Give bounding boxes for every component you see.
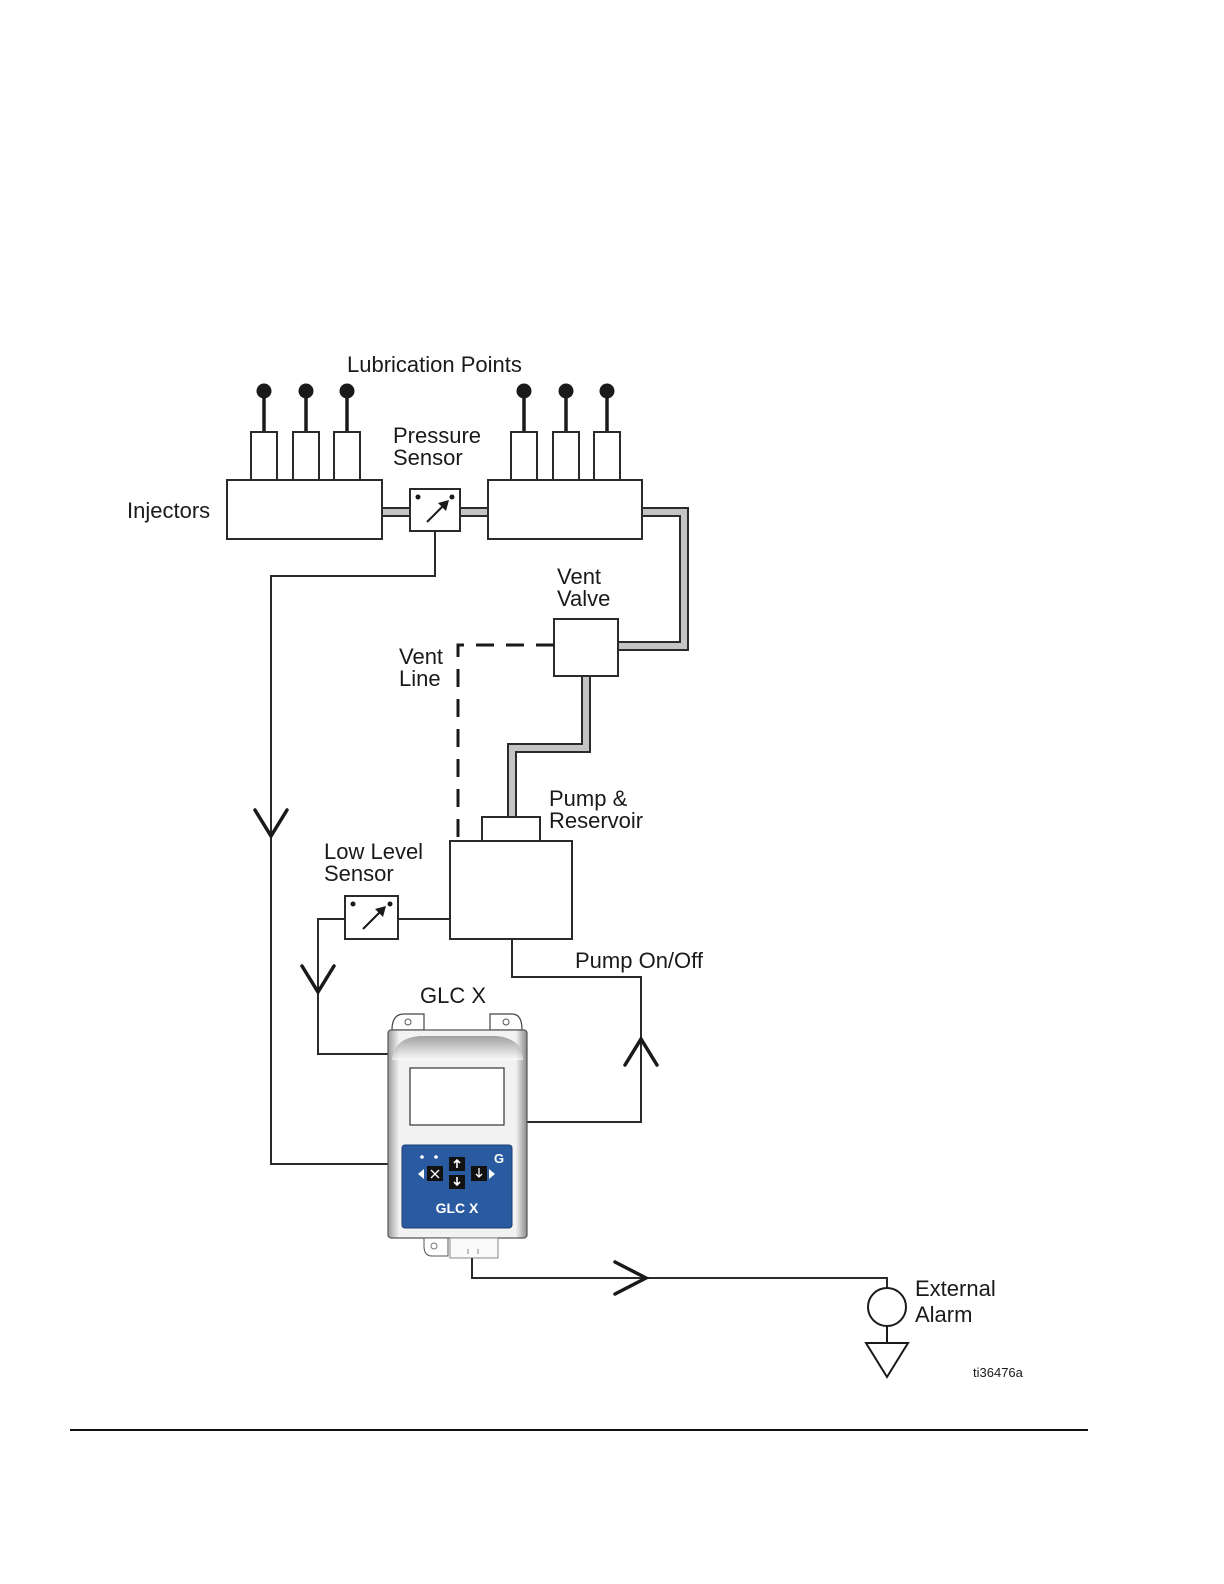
label-external-alarm-line1: External <box>915 1276 996 1301</box>
right-lube-points <box>517 384 615 434</box>
vent-line <box>458 645 554 840</box>
left-lube-points <box>257 384 355 434</box>
graco-logo-icon: G <box>494 1151 504 1166</box>
injector-stem <box>594 432 620 480</box>
injector-block-right <box>488 480 642 539</box>
vent-valve <box>554 619 618 676</box>
label-pump-on-off: Pump On/Off <box>575 948 704 973</box>
footer-divider <box>70 1429 1088 1431</box>
label-glc-x: GLC X <box>420 983 486 1008</box>
alarm-signal-wire <box>472 1258 887 1291</box>
lube-point-icon <box>517 384 532 399</box>
lube-point-icon <box>257 384 272 399</box>
lube-point-icon <box>299 384 314 399</box>
figure-id: ti36476a <box>973 1365 1024 1380</box>
injector-block-left <box>227 480 382 539</box>
injector-stem <box>553 432 579 480</box>
injector-stem <box>511 432 537 480</box>
lube-point-icon <box>600 384 615 399</box>
label-injectors: Injectors <box>127 498 210 523</box>
ground-triangle-icon <box>866 1343 908 1377</box>
alarm-circle-icon <box>868 1288 906 1326</box>
label-pump-reservoir-line2: Reservoir <box>549 808 643 833</box>
lube-point-icon <box>340 384 355 399</box>
label-vent-line-line2: Line <box>399 666 441 691</box>
glc-x-controller: G GLC X <box>388 1014 527 1258</box>
label-lubrication-points: Lubrication Points <box>347 352 522 377</box>
pump-head <box>482 817 540 841</box>
injector-stem <box>334 432 360 480</box>
controller-brand-text: GLC X <box>436 1200 479 1216</box>
injector-stem <box>293 432 319 480</box>
controller-display <box>410 1068 504 1125</box>
label-low-level-sensor-line2: Sensor <box>324 861 394 886</box>
label-pressure-sensor-line2: Sensor <box>393 445 463 470</box>
low-level-sensor-icon <box>345 896 398 939</box>
pump-reservoir <box>450 841 572 939</box>
label-external-alarm-line2: Alarm <box>915 1302 972 1327</box>
pressure-sensor-icon <box>410 489 460 531</box>
label-vent-valve-line2: Valve <box>557 586 610 611</box>
injector-stem <box>251 432 277 480</box>
lube-point-icon <box>559 384 574 399</box>
